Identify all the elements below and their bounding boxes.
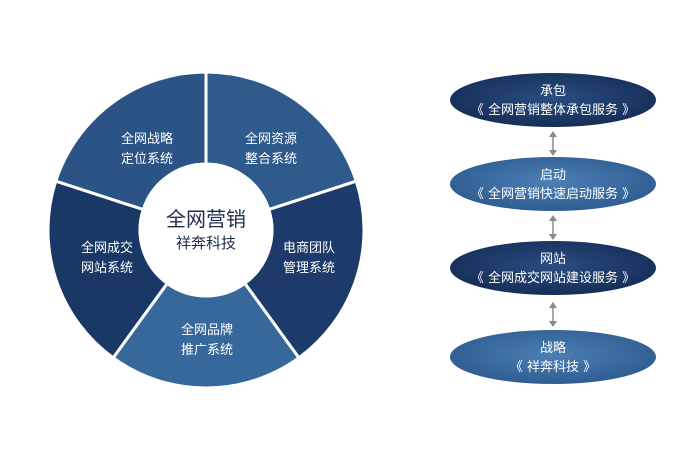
service-contract-subtitle: 《 全网营销整体承包服务 》: [471, 102, 635, 118]
segment-website-line2: 网站系统: [81, 261, 133, 276]
segment-brand-line2: 推广系统: [181, 343, 233, 358]
marketing-wheel: 全网战略 定位系统 全网资源 整合系统 电商团队 管理系统 全网品牌 推广系统 …: [46, 70, 366, 390]
wheel-center-circle: [140, 164, 272, 296]
service-flow: 承包 《 全网营销整体承包服务 》 启动 《 全网营销快速启动服务 》 网站 《…: [450, 73, 656, 384]
service-website-title: 网站: [540, 252, 566, 267]
service-pill-strategy: [450, 330, 656, 384]
segment-strategy-line2: 定位系统: [121, 152, 173, 167]
segment-team-line2: 管理系统: [283, 261, 335, 276]
segment-resources-line1: 全网资源: [245, 131, 297, 147]
wheel-center-title: 全网营销: [166, 207, 246, 231]
service-pill-website: [450, 241, 656, 295]
service-website-subtitle: 《 全网成交网站建设服务 》: [471, 270, 635, 286]
segment-resources-line2: 整合系统: [245, 152, 297, 167]
service-contract-title: 承包: [540, 84, 566, 99]
service-pill-launch: [450, 157, 656, 211]
service-launch-subtitle: 《 全网营销快速启动服务 》: [471, 186, 635, 202]
service-strategy-title: 战略: [540, 340, 566, 356]
service-strategy-subtitle: 《 祥奔科技 》: [510, 360, 596, 375]
service-launch-title: 启动: [540, 168, 566, 183]
service-pill-contract: [450, 73, 656, 127]
double-arrow-icon: [549, 302, 557, 327]
wheel-center-subtitle: 祥奔科技: [176, 234, 236, 252]
segment-strategy-line1: 全网战略: [121, 131, 173, 147]
double-arrow-icon: [549, 215, 557, 240]
double-arrow-icon: [549, 131, 557, 156]
segment-website-line1: 全网成交: [81, 240, 133, 256]
segment-brand-line1: 全网品牌: [181, 322, 233, 338]
segment-team-line1: 电商团队: [283, 241, 335, 256]
